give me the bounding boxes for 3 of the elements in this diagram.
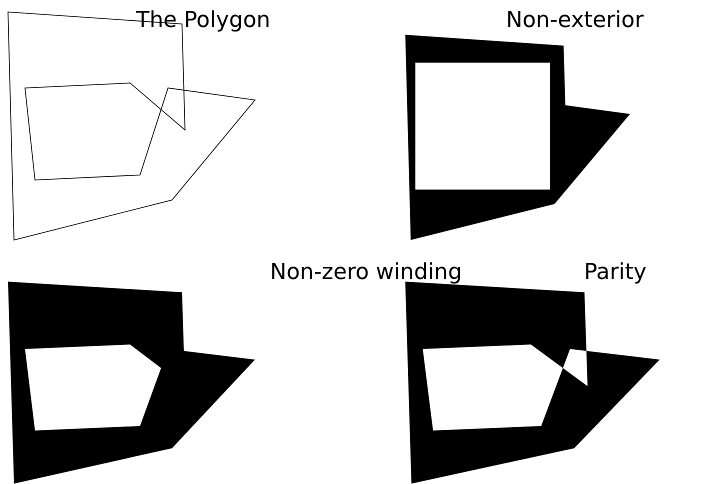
panel-title: Parity <box>584 262 647 284</box>
panel-title: Non-zero winding <box>270 262 462 284</box>
panel-title: Non-exterior <box>506 10 644 32</box>
